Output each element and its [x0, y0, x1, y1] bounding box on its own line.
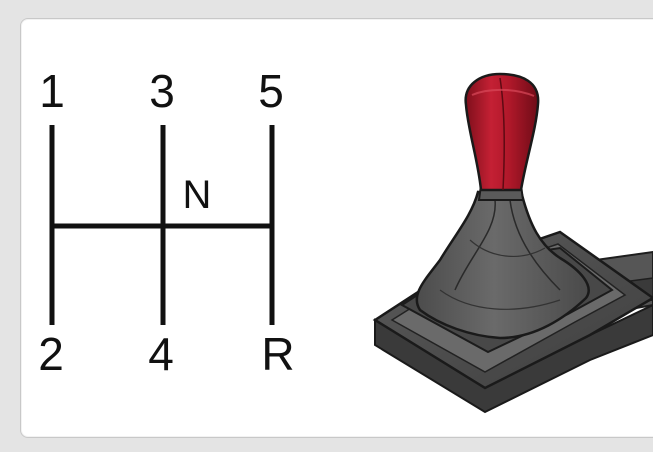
- gear-label-2: 2: [38, 328, 64, 380]
- gear-label-reverse: R: [261, 328, 294, 380]
- gear-label-1: 1: [39, 65, 65, 117]
- gear-lever-icon: [372, 72, 653, 414]
- gear-label-5: 5: [258, 65, 284, 117]
- gear-knob: [464, 72, 540, 192]
- shift-pattern-lines: [49, 125, 275, 325]
- gear-boot: [415, 190, 590, 340]
- gear-label-3: 3: [149, 65, 175, 117]
- gear-label-4: 4: [148, 328, 174, 380]
- gear-label-neutral: N: [183, 173, 212, 217]
